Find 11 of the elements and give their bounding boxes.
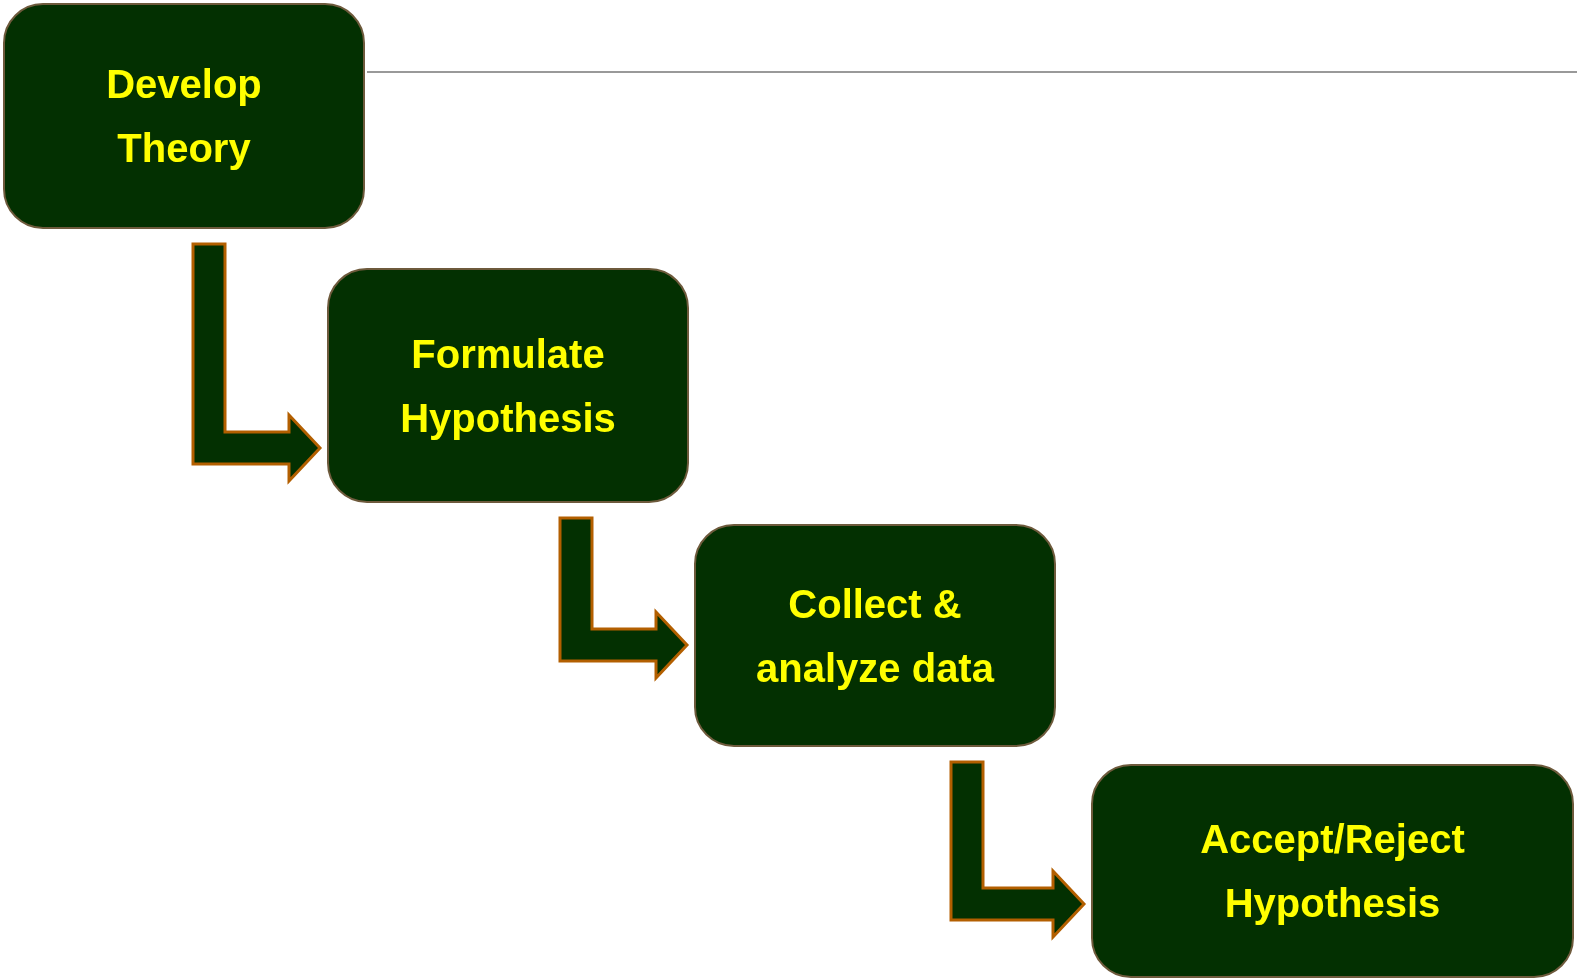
process-box: [1091, 764, 1574, 978]
bent-arrow: [191, 242, 323, 485]
box-label: Collect & analyze data: [755, 580, 996, 692]
process-box: [3, 3, 365, 229]
box-label: Develop Theory: [105, 61, 263, 172]
box-label: Formulate Hypothesis: [399, 330, 617, 442]
box-label: Accept/Reject Hypothesis: [1199, 816, 1466, 927]
process-box: [327, 268, 689, 503]
bent-arrow: [558, 516, 690, 682]
process-box: [694, 524, 1056, 747]
bent-arrow: [949, 760, 1087, 941]
